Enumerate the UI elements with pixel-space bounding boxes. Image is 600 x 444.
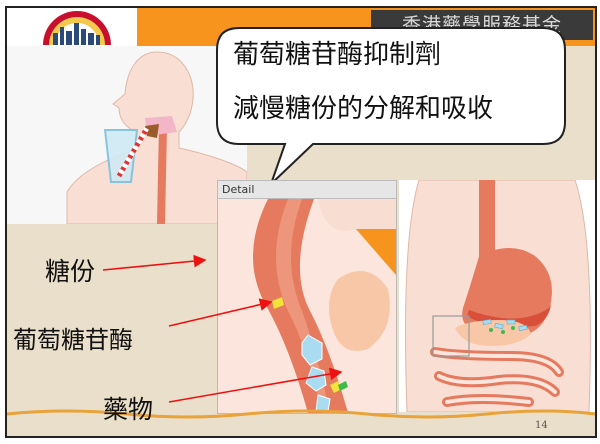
intestine-detail-illustration <box>218 199 396 413</box>
arrow-sugar <box>102 254 207 271</box>
arrow-drug <box>168 367 343 403</box>
page-number: 14 <box>535 420 548 431</box>
label-drug: 藥物 <box>103 395 154 424</box>
decorative-wave-line <box>7 409 595 419</box>
label-glucosidase: 葡萄糖苷酶 <box>13 326 133 354</box>
digestive-system-illustration <box>399 180 595 412</box>
detail-title-bar: Detail <box>218 181 396 199</box>
callout-line-2: 減慢糖份的分解和吸收 <box>233 94 494 124</box>
person-drinking-illustration <box>7 46 247 224</box>
label-arrows <box>102 254 343 403</box>
foundation-logo <box>43 11 111 45</box>
slide: 香港藥學服務基金 葡萄糖苷酶抑制劑 減慢糖份的分解和吸收 Detail <box>5 6 597 438</box>
label-sugar: 糖份 <box>45 257 96 286</box>
callout-line-1: 葡萄糖苷酶抑制劑 <box>233 40 442 70</box>
arrow-glucosidase <box>168 298 273 327</box>
callout-bubble-shape <box>216 27 566 185</box>
detail-panel: Detail <box>217 180 397 414</box>
